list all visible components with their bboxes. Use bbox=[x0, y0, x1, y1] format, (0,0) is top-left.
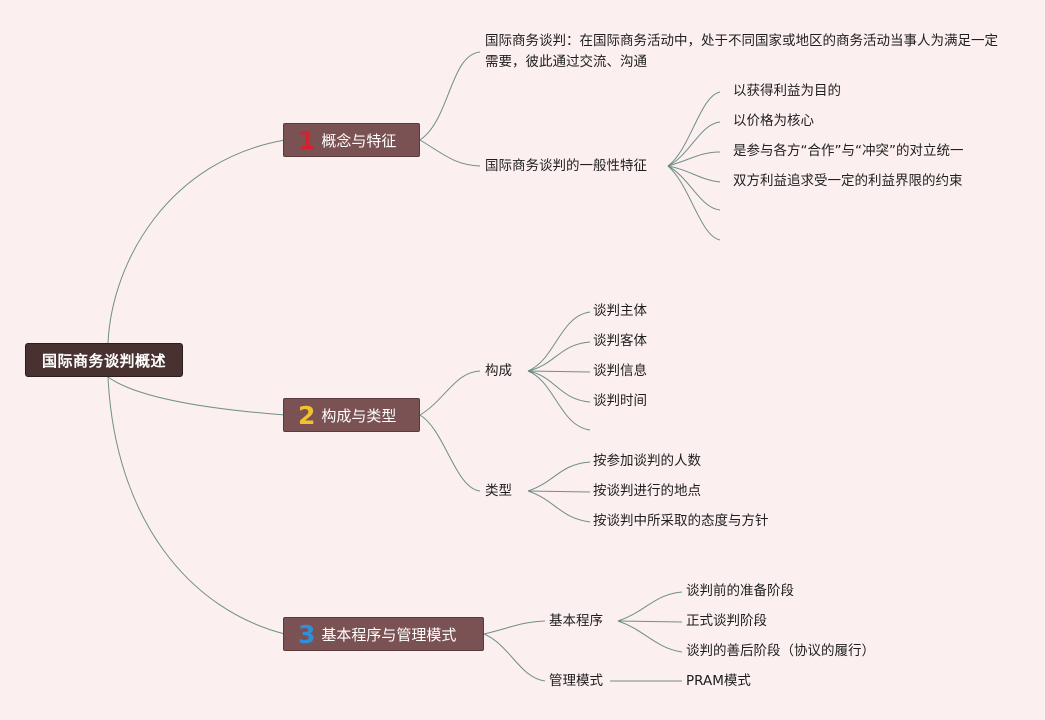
connector-b3-procedure bbox=[483, 620, 546, 635]
procedure-node[interactable]: 基本程序 bbox=[549, 613, 603, 629]
feature-item-4[interactable]: 双方利益追求受一定的利益界限的约束 bbox=[733, 173, 963, 189]
root-node[interactable]: 国际商务谈判概述 bbox=[25, 343, 183, 377]
connector-b3-management bbox=[483, 633, 546, 682]
management-node[interactable]: 管理模式 bbox=[549, 673, 603, 689]
procedure-item-2[interactable]: 正式谈判阶段 bbox=[686, 613, 767, 629]
feature-item-1[interactable]: 以获得利益为目的 bbox=[733, 83, 841, 99]
composition-item-4[interactable]: 谈判时间 bbox=[593, 393, 647, 409]
connector-type-1 bbox=[527, 461, 591, 492]
composition-node[interactable]: 构成 bbox=[485, 363, 512, 379]
connector-b2-types bbox=[419, 414, 481, 492]
branch-number-2: 2 bbox=[298, 400, 316, 430]
connector-gf-4 bbox=[667, 165, 721, 183]
connector-gf-1 bbox=[667, 91, 721, 167]
type-item-3[interactable]: 按谈判中所采取的态度与方针 bbox=[593, 513, 769, 529]
management-item-1[interactable]: PRAM模式 bbox=[686, 673, 751, 689]
connector-b1-definition bbox=[419, 51, 481, 141]
connector-comp-2 bbox=[527, 341, 591, 372]
feature-item-2[interactable]: 以价格为核心 bbox=[733, 113, 814, 129]
connector-gf-5 bbox=[667, 165, 721, 211]
connector-b1-general bbox=[419, 139, 481, 167]
types-node[interactable]: 类型 bbox=[485, 483, 512, 499]
connector-proc-1 bbox=[617, 591, 683, 622]
branch-concept-features[interactable]: 1 概念与特征 bbox=[283, 123, 420, 157]
root-label: 国际商务谈判概述 bbox=[41, 351, 166, 370]
branch-label-2: 构成与类型 bbox=[321, 406, 397, 425]
connector-proc-2 bbox=[617, 620, 683, 623]
connector-comp-5 bbox=[527, 370, 591, 431]
connector-comp-4 bbox=[527, 370, 591, 403]
branch-procedure-management[interactable]: 3 基本程序与管理模式 bbox=[283, 617, 484, 651]
feature-item-3[interactable]: 是参与各方“合作”与“冲突”的对立统一 bbox=[733, 143, 964, 159]
connector-gf-6 bbox=[667, 165, 721, 241]
connector-comp-1 bbox=[527, 311, 591, 372]
branch-label-3: 基本程序与管理模式 bbox=[321, 625, 457, 644]
general-feature-node[interactable]: 国际商务谈判的一般性特征 bbox=[485, 158, 647, 174]
definition-text[interactable]: 国际商务谈判：在国际商务活动中，处于不同国家或地区的商务活动当事人为满足一定需要… bbox=[485, 33, 998, 70]
branch-composition-types[interactable]: 2 构成与类型 bbox=[283, 398, 420, 432]
connector-comp-3 bbox=[527, 370, 591, 373]
connector-root-branch-2 bbox=[107, 376, 286, 416]
connector-proc-3 bbox=[617, 620, 683, 653]
branch-label-1: 概念与特征 bbox=[321, 131, 397, 150]
composition-item-2[interactable]: 谈判客体 bbox=[593, 333, 647, 349]
type-item-2[interactable]: 按谈判进行的地点 bbox=[593, 483, 701, 499]
connector-root-branch-1 bbox=[107, 139, 286, 344]
branch-number-1: 1 bbox=[298, 125, 316, 155]
procedure-item-1[interactable]: 谈判前的准备阶段 bbox=[686, 583, 794, 599]
connector-gf-3 bbox=[667, 151, 721, 167]
composition-item-1[interactable]: 谈判主体 bbox=[593, 303, 647, 319]
type-item-1[interactable]: 按参加谈判的人数 bbox=[593, 453, 701, 469]
connector-root-branch-3 bbox=[107, 376, 286, 635]
connector-gf-2 bbox=[667, 121, 721, 167]
procedure-item-3[interactable]: 谈判的善后阶段（协议的履行） bbox=[686, 643, 875, 659]
connector-type-3 bbox=[527, 490, 591, 523]
branch-number-3: 3 bbox=[298, 619, 316, 649]
connector-type-2 bbox=[527, 490, 591, 493]
composition-item-3[interactable]: 谈判信息 bbox=[593, 363, 647, 379]
connector-b2-composition bbox=[419, 370, 481, 416]
